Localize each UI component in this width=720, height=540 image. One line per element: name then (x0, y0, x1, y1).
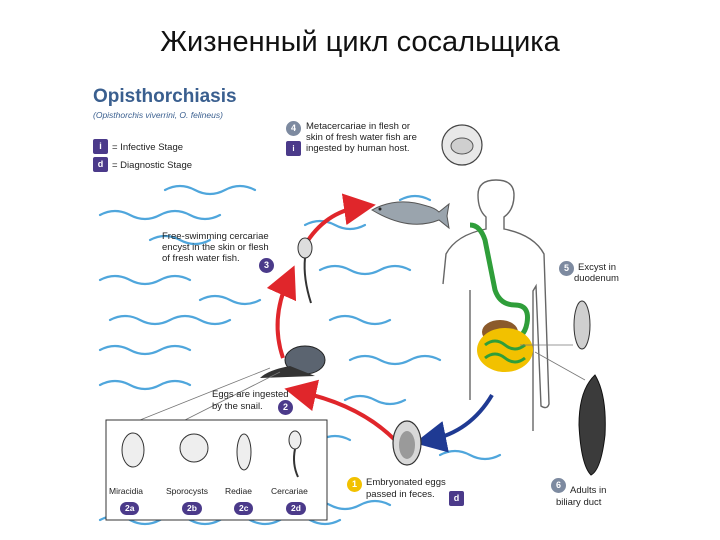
figure-subheading: (Opisthorchis viverrini, O. felineus) (93, 110, 223, 120)
stage-5-label-line2: duodenum (574, 273, 619, 284)
stage-1-label-line1: Embryonated eggs (366, 477, 446, 488)
stage-6-label-line2: biliary duct (556, 497, 602, 508)
stage-3-label-line1: Free-swimming cercariae (162, 231, 269, 242)
human-body (442, 179, 550, 431)
stage-6-label-line1: Adults in (570, 485, 607, 496)
snail-box-label-cercariae: Cercariae (271, 486, 308, 496)
stage-2-label-line2: by the snail. (212, 401, 263, 412)
metacercaria-illustration (441, 124, 483, 166)
stage-1-label-line2: passed in feces. (366, 489, 435, 500)
snail-box-badge-2a: 2a (120, 502, 140, 515)
snail-illustration (260, 345, 326, 378)
fish-illustration (370, 201, 450, 230)
stage-3-label-line3: of fresh water fish. (162, 253, 240, 264)
egg-illustration (392, 420, 422, 466)
snail-box-badge-2d: 2d (286, 502, 306, 515)
figure-heading: Opisthorchiasis (93, 86, 237, 107)
adult-fluke-illustration (578, 374, 606, 476)
stage-4-label-line1: Metacercariae in flesh or (306, 121, 411, 132)
infective-stage-icon: i (93, 139, 108, 154)
snail-box-label-miracidia: Miracidia (109, 486, 144, 496)
stage-2-label-line1: Eggs are ingested (212, 389, 289, 400)
infective-stage-icon: i (286, 141, 301, 156)
legend-infective-label: = Infective Stage (112, 142, 184, 153)
digestive-tract (469, 222, 533, 372)
stage-5-badge: 5 (559, 261, 574, 276)
stage-6-badge: 6 (551, 478, 566, 493)
snail-box-badge-2c: 2c (234, 502, 254, 515)
diagnostic-stage-icon: d (449, 491, 464, 506)
snail-stages-illustrations (121, 430, 302, 478)
diagnostic-stage-icon: d (93, 157, 108, 172)
callout-lines (139, 344, 586, 421)
slide-title: Жизненный цикл сосальщика (160, 26, 560, 58)
blue-excretion-arrow (414, 393, 494, 453)
stage-2-badge: 2 (278, 400, 293, 415)
snail-box-badge-2b: 2b (182, 502, 202, 515)
snail-box-label-sporocysts: Sporocysts (166, 486, 209, 496)
stage-3-label-line2: encyst in the skin or flesh (162, 242, 269, 253)
excysted-larva-illustration (573, 300, 591, 350)
stage-4-label-line2: skin of fresh water fish are (306, 132, 417, 143)
snail-box-label-rediae: Rediae (225, 486, 252, 496)
stage-4-label-line3: ingested by human host. (306, 143, 410, 154)
stage-1-badge: 1 (347, 477, 362, 492)
stage-4-badge: 4 (286, 121, 301, 136)
legend-diagnostic-label: = Diagnostic Stage (112, 160, 193, 171)
cercaria-illustration (297, 237, 313, 304)
stage-3-badge: 3 (259, 258, 274, 273)
stage-5-label-line1: Excyst in (578, 262, 617, 273)
